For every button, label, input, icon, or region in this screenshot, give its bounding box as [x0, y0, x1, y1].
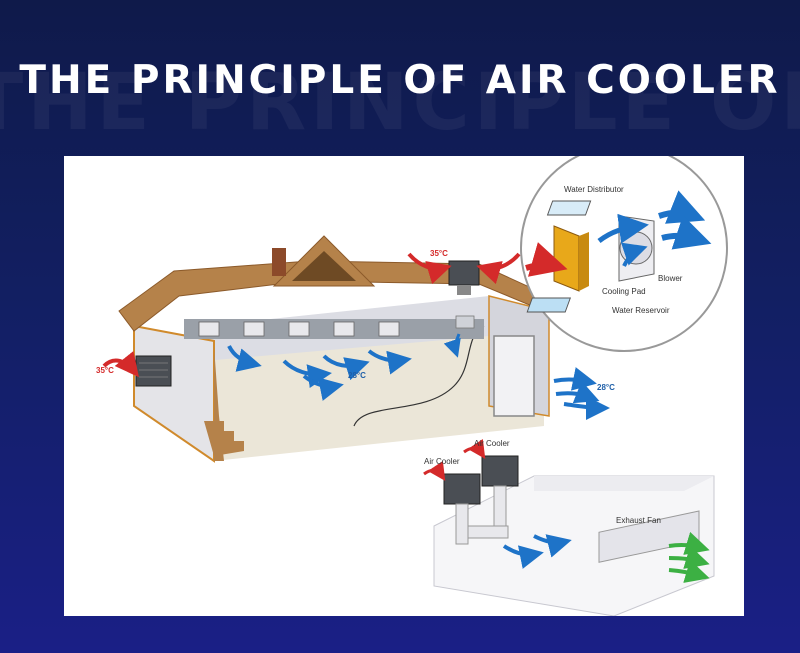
- outside-temp-roof: 35°C: [430, 249, 448, 258]
- warehouse-top: [534, 476, 714, 491]
- cooler-detail: [521, 156, 727, 351]
- industrial-air-cooler-2: [482, 456, 518, 486]
- water-reservoir-part: [527, 298, 570, 312]
- house-left-wall: [134, 326, 214, 461]
- duct-vent: [244, 322, 264, 336]
- industrial-air-cooler-1: [444, 474, 480, 504]
- blower-air-arrow: [659, 213, 694, 216]
- exhaust-fan-label: Exhaust Fan: [616, 516, 661, 525]
- outlet-temp: 28°C: [597, 383, 615, 392]
- blower-fan: [620, 232, 652, 264]
- cooling-pad-side: [579, 232, 589, 291]
- chimney: [272, 248, 286, 276]
- roof-cooler-base: [457, 285, 471, 295]
- exit-air-arrow: [554, 379, 589, 382]
- duct-vent: [334, 322, 354, 336]
- hot-air-arrow: [484, 254, 519, 269]
- wall-air-cooler: [136, 356, 171, 386]
- water-reservoir-label: Water Reservoir: [612, 306, 670, 315]
- ceiling-outlet: [456, 316, 474, 328]
- duct-vent: [379, 322, 399, 336]
- cooling-pad-part: [554, 226, 579, 291]
- inside-temp: 28°C: [348, 371, 366, 380]
- industrial-illustration: [424, 448, 714, 616]
- cooler-duct: [468, 526, 508, 538]
- exit-air-arrow: [564, 404, 602, 408]
- air-cooler-label-1: Air Cooler: [424, 457, 460, 466]
- water-distributor-part: [548, 201, 591, 215]
- cooler-duct: [456, 504, 468, 544]
- cooling-pad-label: Cooling Pad: [602, 287, 646, 296]
- duct-vent: [199, 322, 219, 336]
- air-cooler-diagram: [64, 156, 744, 616]
- air-cooler-label-2: Air Cooler: [474, 439, 510, 448]
- outside-temp-left: 35°C: [96, 366, 114, 375]
- roof-air-cooler: [449, 261, 479, 285]
- house-door: [494, 336, 534, 416]
- water-distributor-label: Water Distributor: [564, 185, 624, 194]
- hot-air-in-arrow: [526, 265, 556, 268]
- page-title: THE PRINCIPLE OF AIR COOLER: [0, 58, 800, 103]
- hot-air-arrow: [424, 470, 442, 476]
- blower-label: Blower: [658, 274, 682, 283]
- cooler-duct: [494, 486, 506, 526]
- hot-air-arrow: [464, 448, 482, 454]
- exit-air-arrow: [556, 393, 592, 398]
- duct-vent: [289, 322, 309, 336]
- diagram-panel: 35°C 35°C 28°C 28°C Water Distributor Co…: [64, 156, 744, 616]
